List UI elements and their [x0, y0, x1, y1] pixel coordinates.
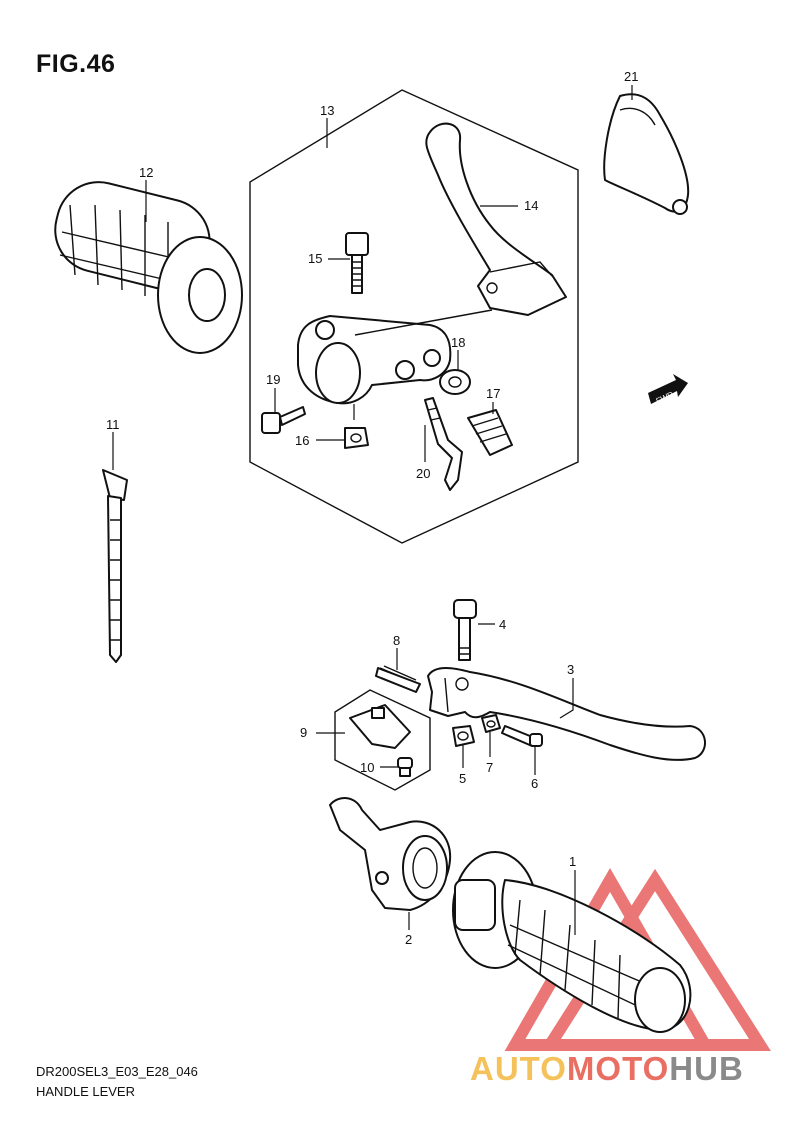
callout-19: 19	[266, 372, 280, 387]
callout-9: 9	[300, 725, 307, 740]
part-15-bolt	[345, 232, 369, 294]
part-19-bolt	[261, 406, 306, 434]
model-code: DR200SEL3_E03_E28_046	[36, 1064, 198, 1079]
callout-11: 11	[106, 417, 120, 432]
callout-8: 8	[393, 633, 400, 648]
part-12-grip	[54, 181, 243, 354]
callout-6-7: 7	[486, 760, 493, 775]
assembly-13-frame	[249, 89, 579, 544]
diagram-name: HANDLE LEVER	[36, 1084, 135, 1099]
part-5-nut	[452, 725, 475, 747]
callout-12: 12	[139, 165, 153, 180]
callout-15: 15	[308, 251, 322, 266]
part-20-hose	[424, 397, 463, 491]
watermark-auto: AUTO	[470, 1050, 567, 1087]
figure-label: FIG.46	[36, 50, 116, 78]
callout-16: 16	[295, 433, 309, 448]
part-4-pivot-bolt	[453, 599, 477, 661]
callout-18: 18	[451, 335, 465, 350]
part-7-nut	[481, 714, 501, 733]
watermark-moto: MOTO	[567, 1050, 669, 1087]
part-16-nut	[344, 404, 369, 449]
part-1-throttle-grip	[452, 851, 692, 1033]
part-9-switch	[334, 689, 431, 791]
callout-numbers: 1 2 3 4 5 7 6 8 9 10 11 12 13 14 15 16 1…	[106, 69, 638, 947]
callout-6: 6	[531, 776, 538, 791]
part-18-adjuster-nut	[439, 369, 471, 395]
callout-13: 13	[320, 103, 334, 118]
part-2-throttle-housing	[329, 797, 452, 911]
part-13-lever-bracket	[297, 309, 493, 405]
watermark-text: AUTOMOTOHUB	[470, 1050, 744, 1087]
watermark-hub: HUB	[669, 1050, 744, 1087]
callout-4: 4	[499, 617, 506, 632]
callout-14: 14	[524, 198, 538, 213]
callout-10: 10	[360, 760, 374, 775]
callout-5: 5	[459, 771, 466, 786]
callout-1: 1	[569, 854, 576, 869]
part-6-screw	[501, 725, 543, 747]
leader-lines	[112, 85, 633, 935]
callout-2: 2	[405, 932, 412, 947]
fwd-badge: FWD	[648, 374, 688, 406]
part-21-cover	[603, 93, 690, 215]
callout-20: 20	[416, 466, 430, 481]
part-14-lever	[425, 122, 567, 316]
callout-3: 3	[567, 662, 574, 677]
callout-17: 17	[486, 386, 500, 401]
part-17-adjuster	[467, 409, 513, 456]
part-10-screw	[397, 757, 413, 777]
part-11-cable-tie	[102, 469, 128, 663]
part-8-spring	[375, 665, 421, 693]
callout-21: 21	[624, 69, 638, 84]
